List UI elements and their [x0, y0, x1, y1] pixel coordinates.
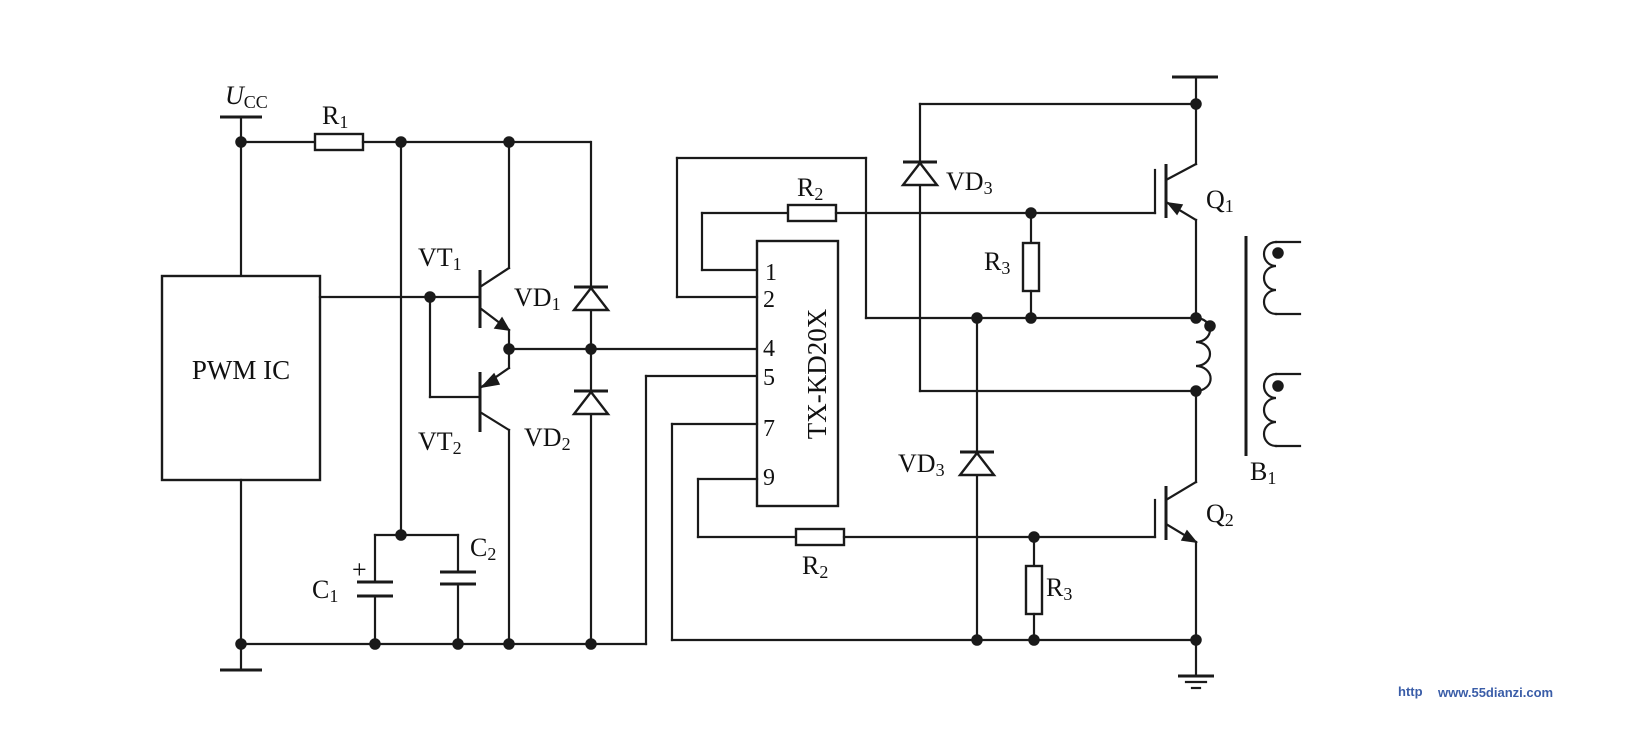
vd1-label: VD1: [514, 283, 561, 314]
r2-top-label: R2: [797, 173, 823, 204]
diode-vd1: VD1: [514, 283, 611, 314]
r3-top-label: R3: [984, 247, 1010, 278]
diode-vd3-top: VD3: [900, 160, 993, 198]
pin-9-label: 9: [763, 465, 775, 491]
vt1-label: VT1: [418, 243, 462, 274]
watermark-prefix: http: [1398, 684, 1423, 699]
vt2-label: VT2: [418, 427, 462, 458]
resistor-r3-bottom: R3: [1024, 535, 1072, 642]
watermark-site: www.55dianzi.com: [1437, 685, 1553, 700]
igbt-q1: Q1: [1153, 162, 1234, 320]
transformer-b1: B1: [1244, 236, 1302, 488]
diode-vd2: VD2: [524, 389, 611, 454]
transistor-vt1: VT1: [418, 140, 511, 351]
capacitor-c1: + C1: [312, 533, 393, 646]
q2-label: Q2: [1206, 499, 1234, 530]
watermark: http www.55dianzi.com: [1398, 684, 1553, 700]
diode-vd3-bottom: VD3: [898, 449, 997, 480]
pwm-ic-label: PWM IC: [192, 355, 290, 385]
b1-label: B1: [1250, 457, 1276, 488]
driver-ic: TX-KD20X 1 2 4 5 7 9: [755, 239, 840, 508]
r3-bottom-label: R3: [1046, 573, 1072, 604]
pwm-ic: PWM IC: [160, 274, 322, 482]
resistor-r2-top: R2: [786, 173, 838, 223]
resistor-r1: R1: [239, 101, 592, 152]
pin-2-label: 2: [763, 287, 775, 313]
driver-ic-label: TX-KD20X: [802, 308, 832, 439]
igbt-q2: Q2: [1153, 389, 1234, 642]
transistor-vt2: VT2: [418, 347, 511, 646]
vd3-top-label: VD3: [946, 167, 993, 198]
vd2-label: VD2: [524, 423, 571, 454]
pin-5-label: 5: [763, 365, 775, 391]
supply-ucc: UCC: [220, 81, 268, 278]
resistor-r2-bottom: R2: [794, 527, 846, 582]
pin-7-label: 7: [763, 416, 775, 442]
c1-label: C1: [312, 575, 338, 606]
q1-label: Q1: [1206, 185, 1234, 216]
resistor-r3-top: R3: [984, 211, 1041, 320]
c2-label: C2: [470, 533, 496, 564]
pin-4-label: 4: [763, 336, 775, 362]
c1-polarity: +: [352, 555, 367, 584]
ucc-label: UCC: [225, 81, 268, 112]
pin-1-label: 1: [765, 260, 777, 286]
r1-label: R1: [322, 101, 348, 132]
r2-bottom-label: R2: [802, 551, 828, 582]
vd3-bottom-label: VD3: [898, 449, 945, 480]
capacitor-c2: C2: [440, 533, 496, 646]
